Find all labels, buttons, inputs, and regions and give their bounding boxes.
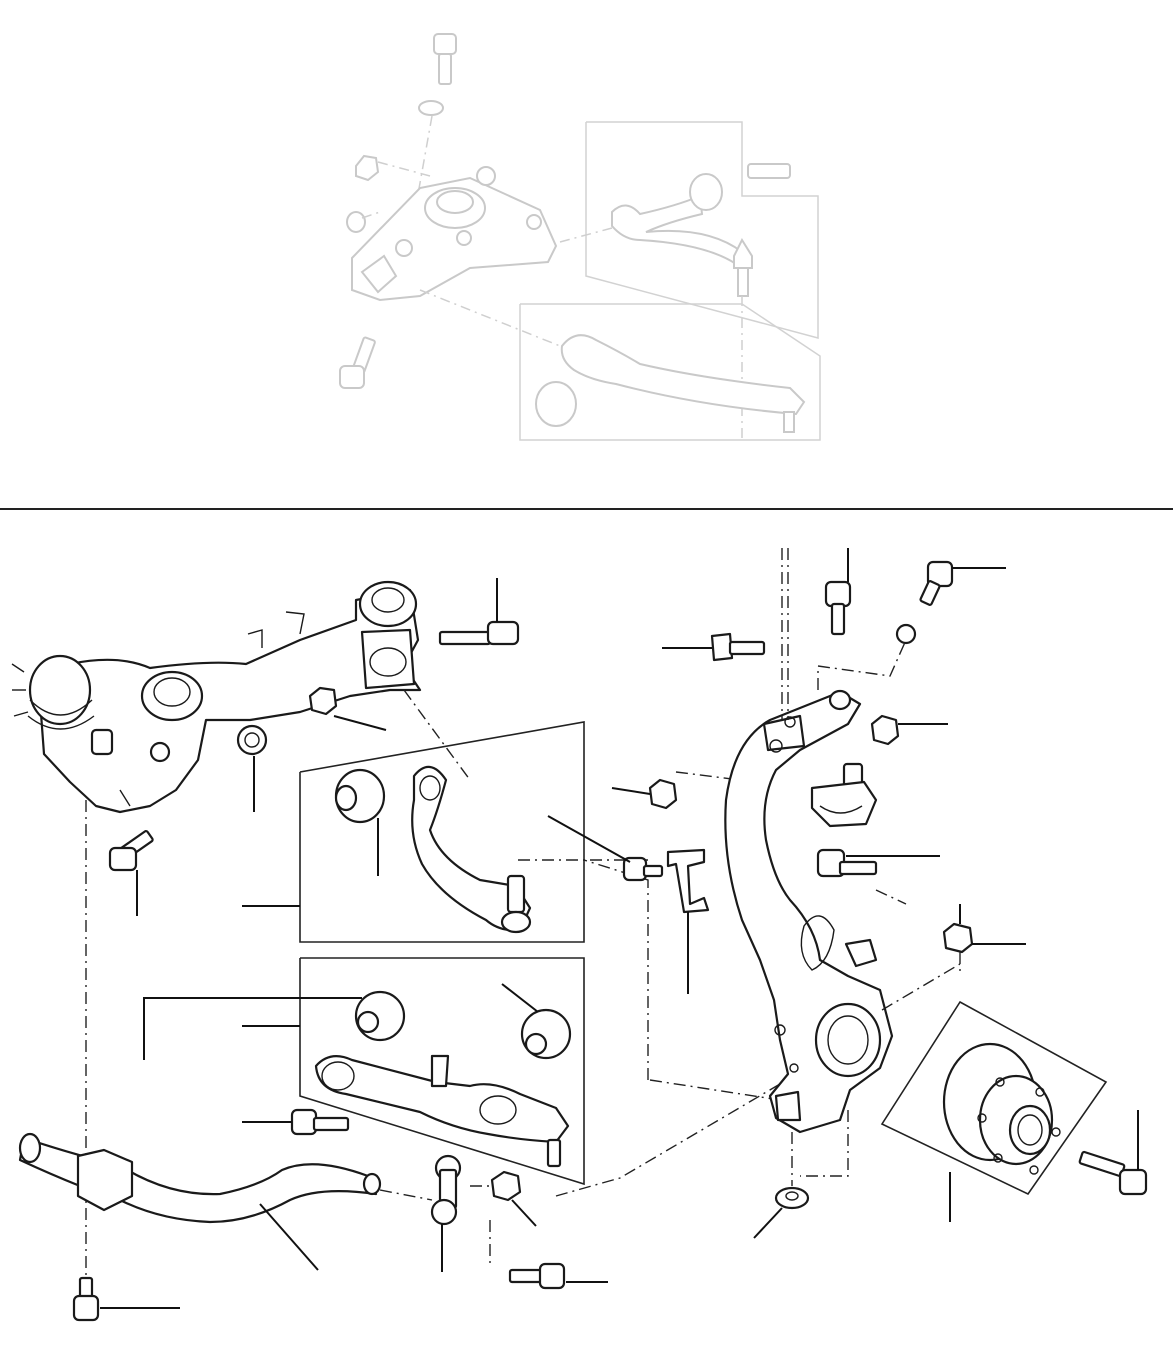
upper-right-bolt — [895, 560, 1006, 645]
leader-bottom-washer — [753, 1207, 783, 1239]
subframe-nut — [236, 686, 387, 812]
upper-right-nut — [870, 714, 948, 746]
dash-knuckle-right — [817, 639, 907, 690]
dash-bar-link — [379, 1189, 433, 1201]
stabilizer-bar — [18, 1132, 433, 1271]
hub-bolt — [1078, 1110, 1148, 1196]
dash-right-middle-bolt — [875, 889, 907, 905]
ref-left-nuts — [346, 154, 431, 233]
dash-subframe-arm — [403, 689, 471, 781]
dash-bolt-knuckle — [649, 1079, 781, 1101]
steering-knuckle — [724, 689, 894, 1134]
abs-sensor-bracket — [666, 848, 710, 994]
ref-subframe-mount — [351, 166, 558, 302]
dash-hub-knuckle — [881, 963, 961, 1011]
knuckle-nut — [611, 771, 741, 810]
ref-lower-arm-box — [419, 289, 821, 441]
link-bolt — [508, 1262, 608, 1290]
leader-pinch-bolt — [547, 815, 631, 863]
subframe — [11, 580, 422, 814]
leader-knuckle-nut — [611, 787, 651, 795]
leader-link-nut — [511, 1199, 537, 1227]
upper-arm-pinch-bolt — [547, 815, 664, 882]
ref-upper-arm-box — [559, 121, 819, 440]
leader-stabilizer-bar — [259, 1203, 319, 1271]
bottom-left-bolt — [72, 1276, 180, 1322]
upper-arm-assembly — [242, 721, 648, 943]
leader-rear-bushing — [143, 997, 362, 1060]
hub-assembly — [880, 963, 1108, 1222]
lower-arm-bolt — [242, 1108, 350, 1136]
lower-arm-assembly — [143, 957, 585, 1186]
knuckle-bottom-washer — [753, 1186, 810, 1239]
subframe-bolt — [438, 578, 520, 646]
reference-view — [339, 33, 821, 441]
right-flange-nut — [942, 904, 1026, 976]
tie-rod-bolt — [662, 632, 766, 662]
dash-lower-ball — [555, 1083, 781, 1197]
ref-lower-bolt — [339, 336, 376, 389]
leader-front-bushing — [501, 983, 539, 1013]
dash-hub-bolt — [800, 1110, 849, 1177]
stabilizer-link — [430, 1154, 537, 1272]
dash-center-knuckle — [583, 859, 649, 1080]
exploded-view — [11, 548, 1148, 1322]
leader-subframe-nut — [333, 715, 387, 731]
right-middle-bolt — [816, 848, 940, 905]
knuckle-top-bolt — [824, 548, 852, 636]
subframe-lower-bolt — [108, 830, 154, 916]
ball-joint — [810, 762, 878, 828]
